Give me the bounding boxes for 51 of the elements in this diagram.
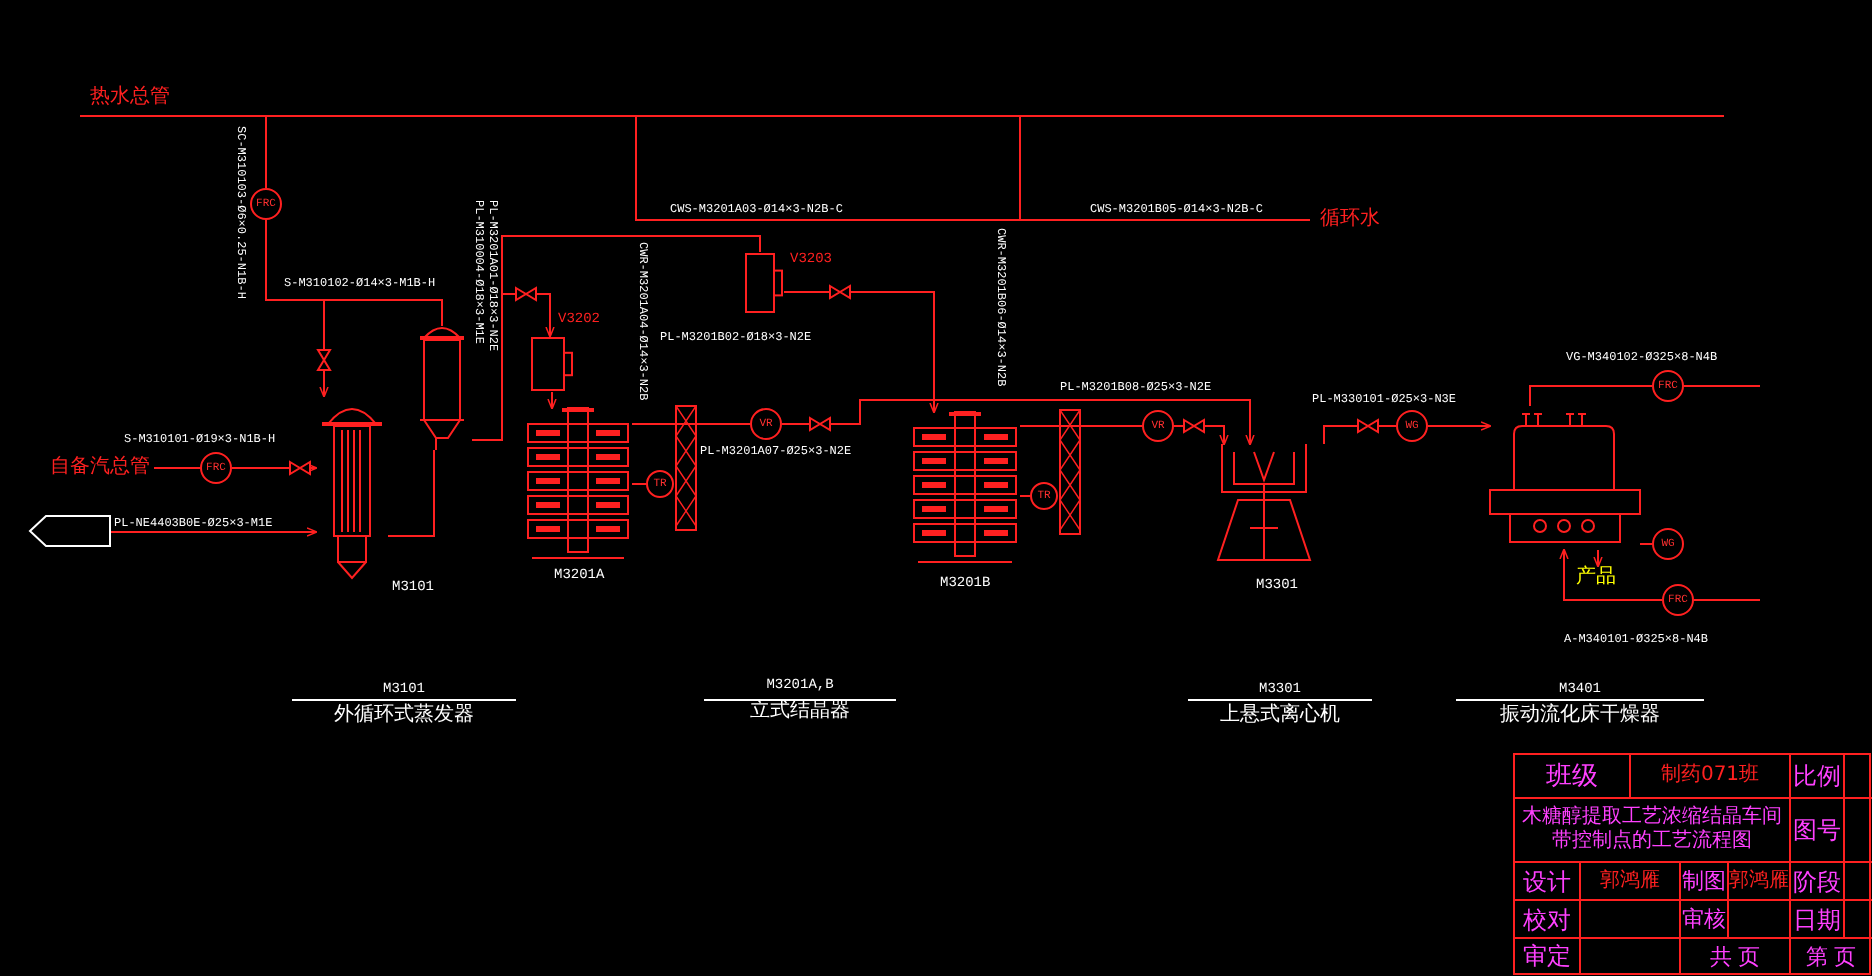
line-label: 循环水: [1320, 208, 1380, 230]
equipment-name: 上悬式离心机: [1220, 704, 1340, 726]
tank-drawing: [530, 336, 574, 392]
table-cell-text: 图号: [1791, 814, 1843, 848]
crystallizer-drawing: [910, 412, 1020, 564]
pipe-line: [631, 483, 647, 485]
table-cell-text: 阶段: [1791, 865, 1843, 899]
pipe-line: [631, 423, 751, 425]
line-label: 产品: [1576, 566, 1620, 590]
table-cell-text: 审定: [1521, 940, 1573, 974]
table-cell-text: 设计: [1521, 865, 1573, 899]
pipe-line: [781, 399, 1255, 446]
pipe-line: [109, 527, 318, 537]
table-cell-text: 郭鸿雁: [1598, 867, 1662, 895]
pipe-line: [1173, 425, 1229, 446]
crystallizer-drawing: [524, 408, 632, 560]
pipe-line: [265, 219, 329, 398]
table-cell-text: 郭鸿雁: [1728, 867, 1790, 895]
pipe-line: [1529, 385, 1653, 407]
pipe-line: [153, 467, 201, 469]
pipe-line: [1559, 548, 1663, 601]
pipe-line: [1693, 599, 1761, 601]
equipment-name: 振动流化床干燥器: [1500, 704, 1660, 726]
table-cell-text: 比例: [1791, 760, 1843, 794]
tank-drawing: [744, 252, 784, 314]
pipe-line: [1019, 425, 1143, 427]
table-cell-text: 班级: [1544, 759, 1600, 795]
pipe-line: [1683, 385, 1761, 387]
pipe-line: [1639, 543, 1653, 545]
line-label: 热水总管: [90, 86, 170, 108]
pipe-line: [265, 115, 267, 189]
table-cell-text: 共 页: [1707, 941, 1763, 973]
table-cell-text: 审核: [1680, 904, 1728, 936]
pipe-line: [1593, 549, 1603, 568]
equipment-name: 外循环式蒸发器: [334, 704, 474, 726]
pipe-line: [231, 463, 318, 473]
table-cell-text: 日期: [1791, 903, 1843, 937]
pipe-line: [1427, 421, 1492, 431]
pipe-line: [547, 391, 557, 410]
pipe-end-marker: [30, 516, 110, 546]
line-label: 自备汽总管: [50, 456, 154, 480]
pipe-line: [1019, 495, 1031, 497]
table-cell-text: 制药071班: [1658, 761, 1762, 790]
table-cell-text: 校对: [1521, 903, 1573, 937]
pipe-line: [471, 235, 761, 441]
pipe-line: [783, 291, 939, 414]
table-cell-text: 第 页: [1803, 941, 1859, 973]
pipe-line: [387, 449, 435, 537]
table-cell-text: 木糖醇提取工艺浓缩结晶车间带控制点的工艺流程图: [1520, 803, 1784, 856]
pipe-line: [1323, 425, 1397, 445]
table-cell-text: 制图: [1680, 866, 1728, 898]
